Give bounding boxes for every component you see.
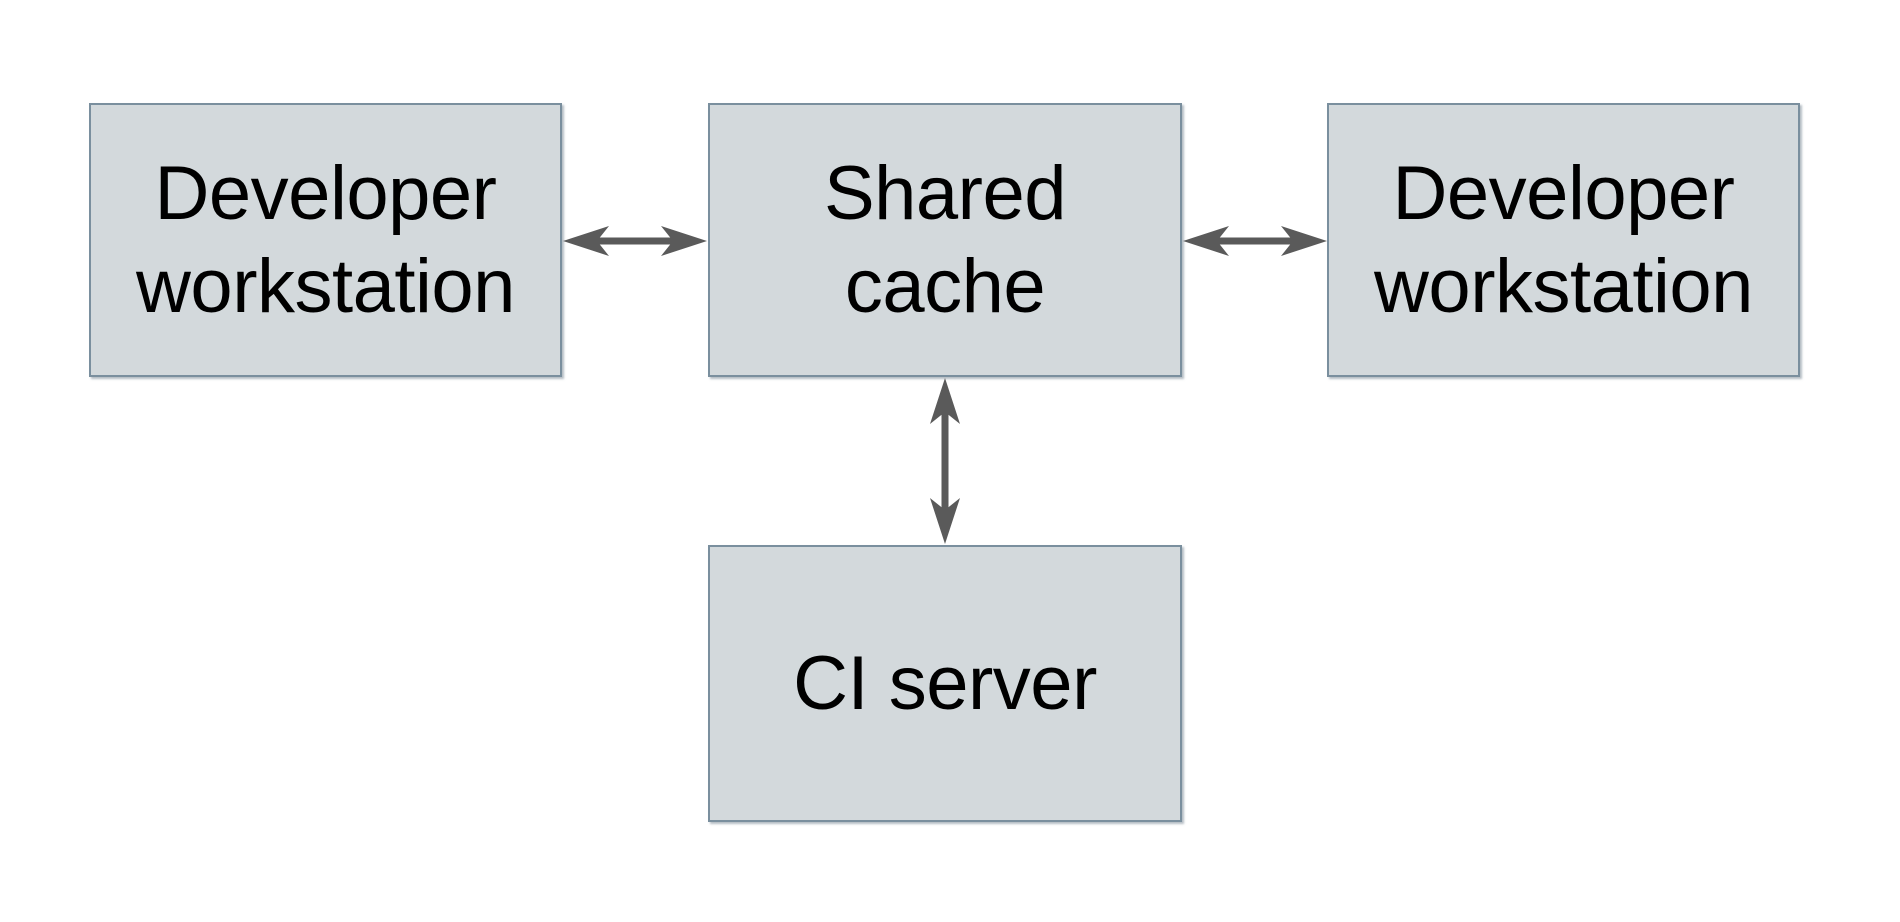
node-developer-workstation-left: Developer workstation	[89, 103, 562, 377]
node-label-shared-cache: Shared cache	[823, 151, 1067, 329]
bidirectional-arrow-cache-to-ci-server	[930, 378, 960, 544]
node-shared-cache: Shared cache	[708, 103, 1182, 377]
node-label-ci-server: CI server	[793, 641, 1097, 726]
node-ci-server: CI server	[708, 545, 1182, 822]
bidirectional-arrow-cache-to-right-workstation	[1183, 226, 1327, 256]
node-label-developer-workstation-left: Developer workstation	[136, 151, 515, 329]
node-developer-workstation-right: Developer workstation	[1327, 103, 1800, 377]
bidirectional-arrow-left-workstation-to-cache	[563, 226, 707, 256]
node-label-developer-workstation-right: Developer workstation	[1374, 151, 1753, 329]
